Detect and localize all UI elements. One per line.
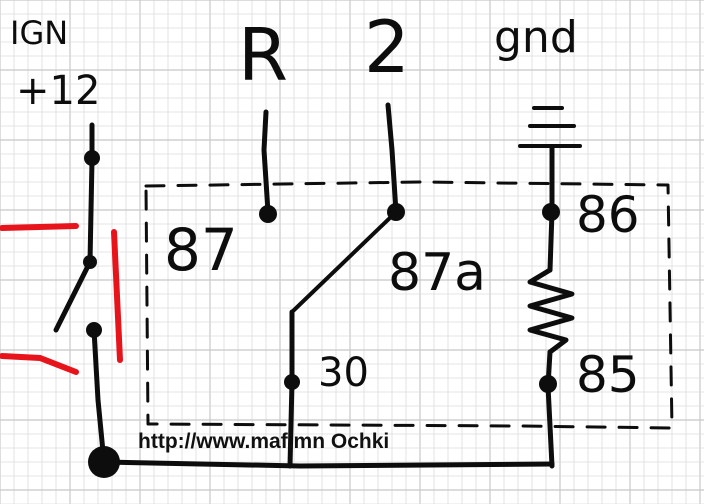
dot-switch-pivot <box>83 255 97 269</box>
label-pin-87a: 87a <box>388 243 486 303</box>
coil-zigzag <box>527 267 575 355</box>
switch-markers <box>0 223 123 375</box>
switch-marker-upper <box>0 223 79 231</box>
wire-85-down <box>545 349 555 469</box>
label-plus12: +12 <box>16 68 100 114</box>
label-pin-30: 30 <box>318 350 369 396</box>
ground-symbol <box>518 106 582 148</box>
switch-marker-vertical <box>111 229 123 363</box>
label-pin-87: 87 <box>164 216 238 284</box>
dot-pin-30 <box>284 374 300 390</box>
label-ign: IGN <box>10 14 68 52</box>
junction-dots <box>83 150 560 478</box>
dot-pin-85 <box>539 375 557 393</box>
ign-wire-top <box>87 122 95 265</box>
wire-r-to-87 <box>261 109 271 215</box>
dot-pin-87a <box>387 203 405 221</box>
label-gnd: gnd <box>494 12 578 63</box>
ign-wire-bottom <box>91 327 107 465</box>
switch-marker-lower <box>0 353 79 375</box>
label-pin-85: 85 <box>576 346 640 404</box>
dot-pin-86 <box>542 203 560 221</box>
dot-pin-87 <box>259 205 277 223</box>
armature-30 <box>290 212 396 314</box>
label-r: R <box>238 13 288 97</box>
dot-ign-top <box>84 150 100 166</box>
label-two: 2 <box>364 5 410 89</box>
switch-lever <box>53 259 93 333</box>
wire-2-to-87a <box>385 102 399 215</box>
dot-switch-bottom <box>86 322 102 338</box>
watermark-text: http://www.maf.mn Ochki <box>138 430 389 453</box>
bottom-common-wire <box>101 459 555 469</box>
label-pin-86: 86 <box>576 186 640 244</box>
relay-box-outline <box>144 180 674 430</box>
dot-main-junction <box>88 446 120 478</box>
